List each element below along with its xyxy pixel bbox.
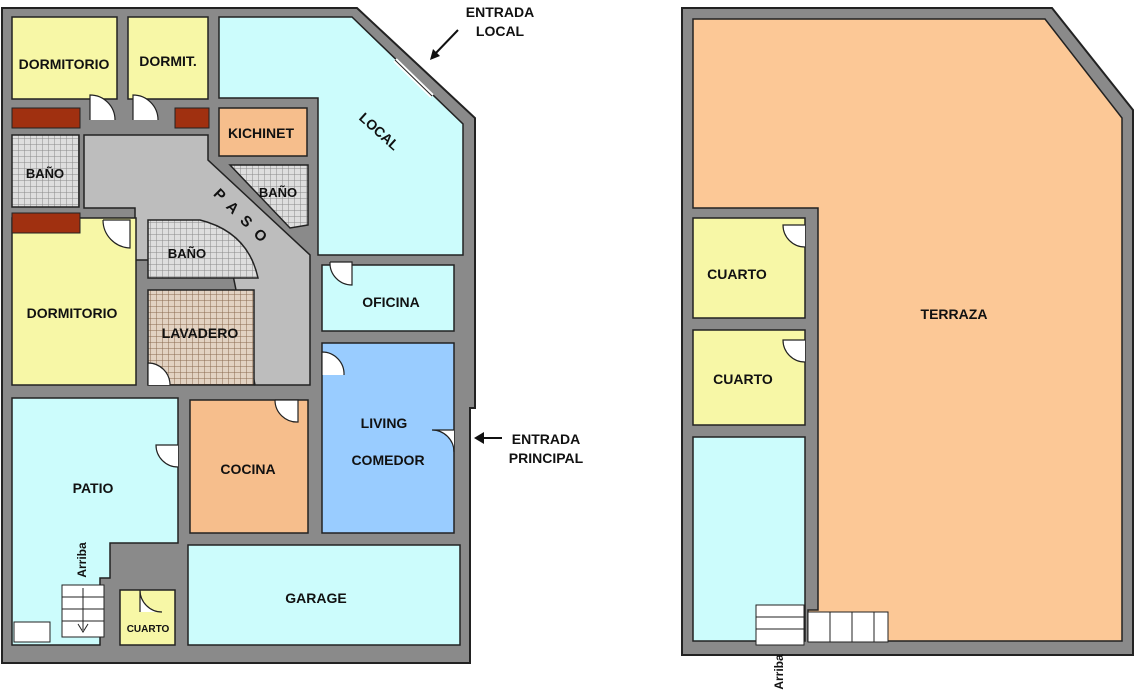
label-patio: PATIO	[73, 480, 114, 496]
entrada-local-line2: LOCAL	[476, 23, 525, 39]
label-terraza: TERRAZA	[921, 306, 988, 322]
room-garage	[187, 544, 461, 646]
label-cuarto-1: CUARTO	[707, 266, 767, 282]
door-cuarto-1	[782, 224, 806, 248]
arrow-entrada-principal	[474, 432, 502, 444]
ground-floor: DORMITORIO DORMIT. LOCAL KICHINET BAÑO B…	[1, 7, 476, 664]
room-dormitorio-top	[11, 16, 118, 100]
label-bano-left: BAÑO	[26, 166, 64, 181]
room-lavadero	[147, 289, 255, 386]
closet-bottom-left	[11, 212, 81, 234]
door-living-top	[321, 351, 345, 376]
room-bano-center	[147, 219, 259, 279]
label-kichinet: KICHINET	[228, 125, 295, 141]
door-oficina	[329, 261, 353, 286]
label-dormitorio-top: DORMITORIO	[19, 56, 110, 72]
label-cocina: COCINA	[220, 461, 275, 477]
entrada-principal-line1: ENTRADA	[512, 431, 580, 447]
room-bano-left	[11, 134, 80, 208]
room-bano-hall	[228, 164, 309, 229]
door-lavadero	[147, 362, 171, 386]
label-cuarto-2: CUARTO	[713, 371, 773, 387]
label-dormit: DORMIT.	[139, 53, 197, 69]
room-cuarto-small	[119, 589, 176, 646]
label-cuarto-small: CUARTO	[127, 624, 170, 635]
room-dormitorio-bottom	[11, 217, 137, 386]
stairs-ground	[13, 584, 105, 643]
annotations: ENTRADA LOCAL ENTRADA PRINCIPAL	[430, 4, 584, 466]
room-cocina	[189, 399, 309, 534]
closet-top-left	[11, 107, 81, 129]
room-kichinet	[218, 107, 308, 157]
label-living: LIVING	[361, 415, 408, 431]
entrada-local-line1: ENTRADA	[466, 4, 534, 20]
label-dormitorio-bottom: DORMITORIO	[27, 305, 118, 321]
door-patio	[155, 444, 179, 468]
arrow-entrada-local	[430, 29, 459, 60]
label-garage: GARAGE	[285, 590, 346, 606]
stairs-upper	[755, 604, 889, 646]
door-cuarto-small	[139, 589, 163, 613]
label-bano-hall: BAÑO	[259, 185, 297, 200]
upper-floor: CUARTO CUARTO TERRAZA Arriba	[681, 7, 1134, 690]
label-stairs-upper: Arriba	[772, 654, 786, 690]
entrada-principal-line2: PRINCIPAL	[509, 450, 584, 466]
label-lavadero: LAVADERO	[162, 325, 239, 341]
label-oficina: OFICINA	[362, 294, 420, 310]
closet-top-right	[174, 107, 210, 129]
label-comedor: COMEDOR	[351, 452, 424, 468]
door-entrada-principal	[431, 429, 455, 453]
label-bano-center: BAÑO	[168, 246, 206, 261]
door-cuarto-2	[782, 339, 806, 363]
room-dormit	[127, 16, 209, 100]
label-stairs-ground: Arriba	[75, 542, 89, 578]
door-dormit	[132, 94, 159, 121]
room-local	[218, 16, 464, 256]
door-cocina	[274, 399, 299, 423]
door-dormitorio-top	[89, 94, 116, 121]
door-dormitorio-bottom	[102, 219, 131, 249]
